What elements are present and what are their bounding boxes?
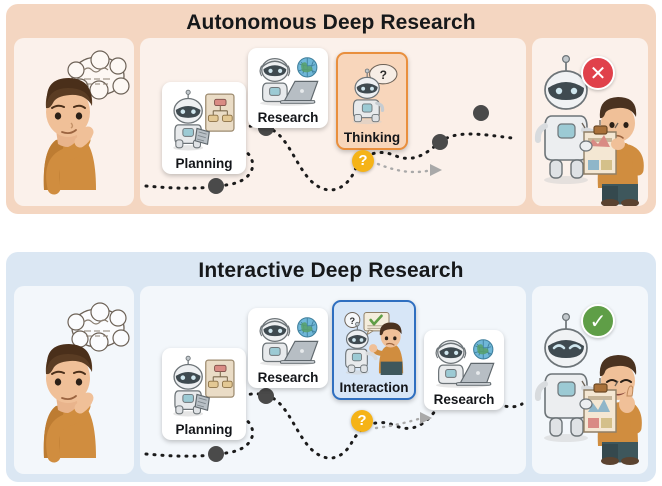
- robot-question-bubble-icon: ?: [343, 58, 401, 129]
- step-card-label: Research: [257, 370, 319, 385]
- top-result-card: ✕: [532, 38, 648, 207]
- svg-text:?: ?: [350, 316, 356, 326]
- step-card-label: Planning: [175, 422, 233, 437]
- success-result-illustration: [532, 286, 648, 474]
- thinking-user-illustration: [14, 286, 134, 474]
- flow-node: [208, 178, 224, 194]
- bottom-user-card: [14, 286, 134, 474]
- thought-bubble-icon: [67, 302, 130, 360]
- step-card-label: Research: [433, 392, 495, 407]
- robot-at-laptop-globe-icon: [429, 334, 499, 391]
- step-card-planning[interactable]: Planning: [162, 82, 246, 174]
- status-badge-fail: ✕: [581, 56, 615, 90]
- flow-node: [432, 134, 448, 150]
- thinking-user-illustration: [14, 38, 134, 206]
- step-card-label: Thinking: [343, 130, 401, 145]
- step-card-research-2[interactable]: Research: [424, 330, 504, 410]
- user-figure: [43, 78, 96, 195]
- robot-at-laptop-globe-icon: [253, 52, 323, 109]
- bottom-panel-title: Interactive Deep Research: [198, 259, 464, 282]
- x-mark-icon: ✕: [589, 62, 607, 85]
- check-mark-icon: ✓: [589, 310, 607, 333]
- bottom-result-card: ✓: [532, 286, 648, 474]
- user-figure: [43, 344, 96, 463]
- robot-with-flowchart-icon: [167, 86, 241, 155]
- step-card-planning[interactable]: Planning: [162, 348, 246, 440]
- flow-node: [208, 446, 224, 462]
- svg-text:?: ?: [380, 68, 387, 82]
- step-card-label: Interaction: [339, 380, 409, 395]
- question-badge[interactable]: ?: [351, 410, 373, 432]
- step-card-label: Research: [257, 110, 319, 125]
- failed-result-illustration: [532, 38, 648, 207]
- step-card-label: Planning: [175, 156, 233, 171]
- robot-at-laptop-globe-icon: [253, 312, 323, 369]
- autonomous-deep-research-panel: Autonomous Deep Research: [6, 4, 656, 214]
- interactive-deep-research-panel: Interactive Deep Research: [6, 252, 656, 482]
- flow-node: [258, 388, 274, 404]
- robot-and-human-dialogue-icon: ?: [339, 306, 409, 379]
- step-card-interaction[interactable]: ?: [332, 300, 416, 400]
- top-user-card: [14, 38, 134, 206]
- step-card-research[interactable]: Research: [248, 48, 328, 128]
- question-badge[interactable]: ?: [352, 150, 374, 172]
- status-badge-success: ✓: [581, 304, 615, 338]
- step-card-thinking[interactable]: ? Thinking: [336, 52, 408, 150]
- step-card-research-1[interactable]: Research: [248, 308, 328, 388]
- top-pipeline-card: Planning: [140, 38, 526, 206]
- robot-with-flowchart-icon: [167, 352, 241, 421]
- flow-node: [473, 105, 489, 121]
- bottom-pipeline-card: Planning: [140, 286, 526, 474]
- top-panel-title: Autonomous Deep Research: [186, 11, 476, 34]
